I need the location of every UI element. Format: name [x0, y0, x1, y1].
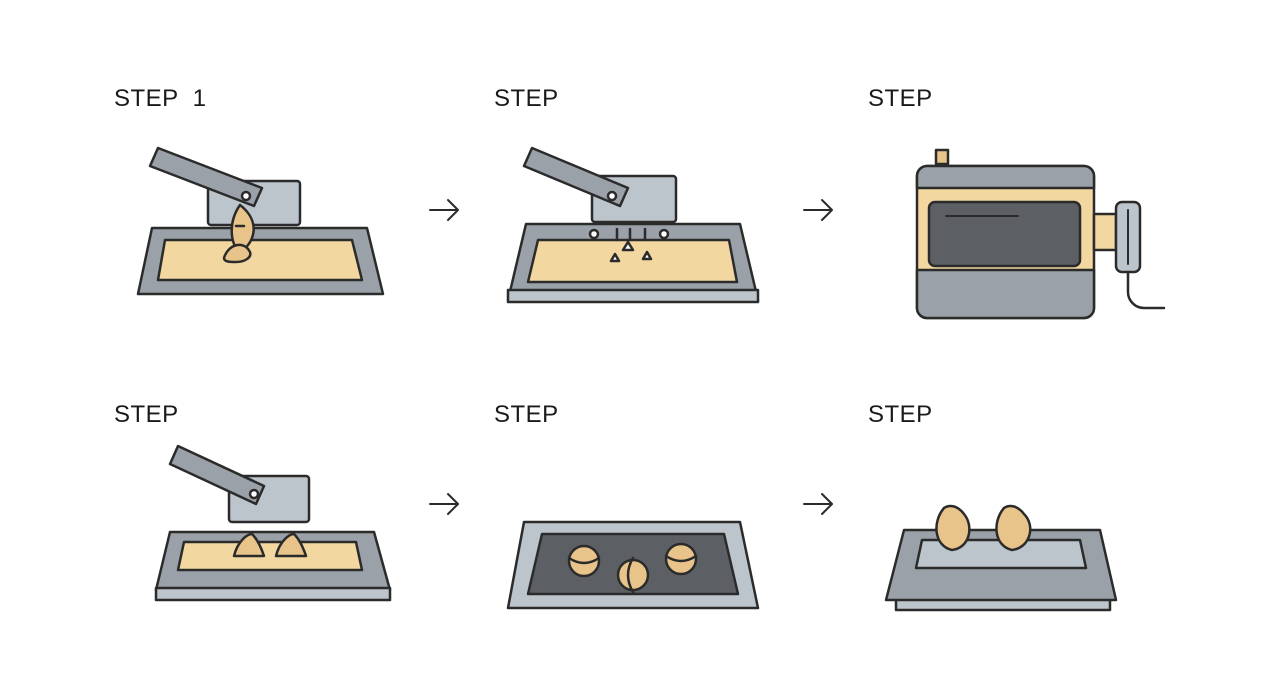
oven-machine-icon	[915, 148, 1166, 320]
right-arrow-icon	[803, 493, 833, 515]
step-2-label: STEP	[494, 85, 559, 112]
right-arrow-icon	[429, 199, 459, 221]
finished-dumplings-on-tray-icon	[884, 504, 1118, 612]
right-arrow-icon	[429, 493, 459, 515]
step-6-label: STEP	[868, 401, 933, 428]
cleaver-cutting-dough-icon	[136, 146, 385, 296]
tray-with-dumplings-icon	[506, 520, 760, 610]
cleaver-portioning-dough-icon	[506, 146, 760, 304]
step-4-label: STEP	[114, 401, 179, 428]
step-5-label: STEP	[494, 401, 559, 428]
step-3-label: STEP	[868, 85, 933, 112]
right-arrow-icon	[803, 199, 833, 221]
cleaver-shaping-dumplings-icon	[154, 444, 392, 602]
step-1-label: STEP 1	[114, 85, 207, 112]
